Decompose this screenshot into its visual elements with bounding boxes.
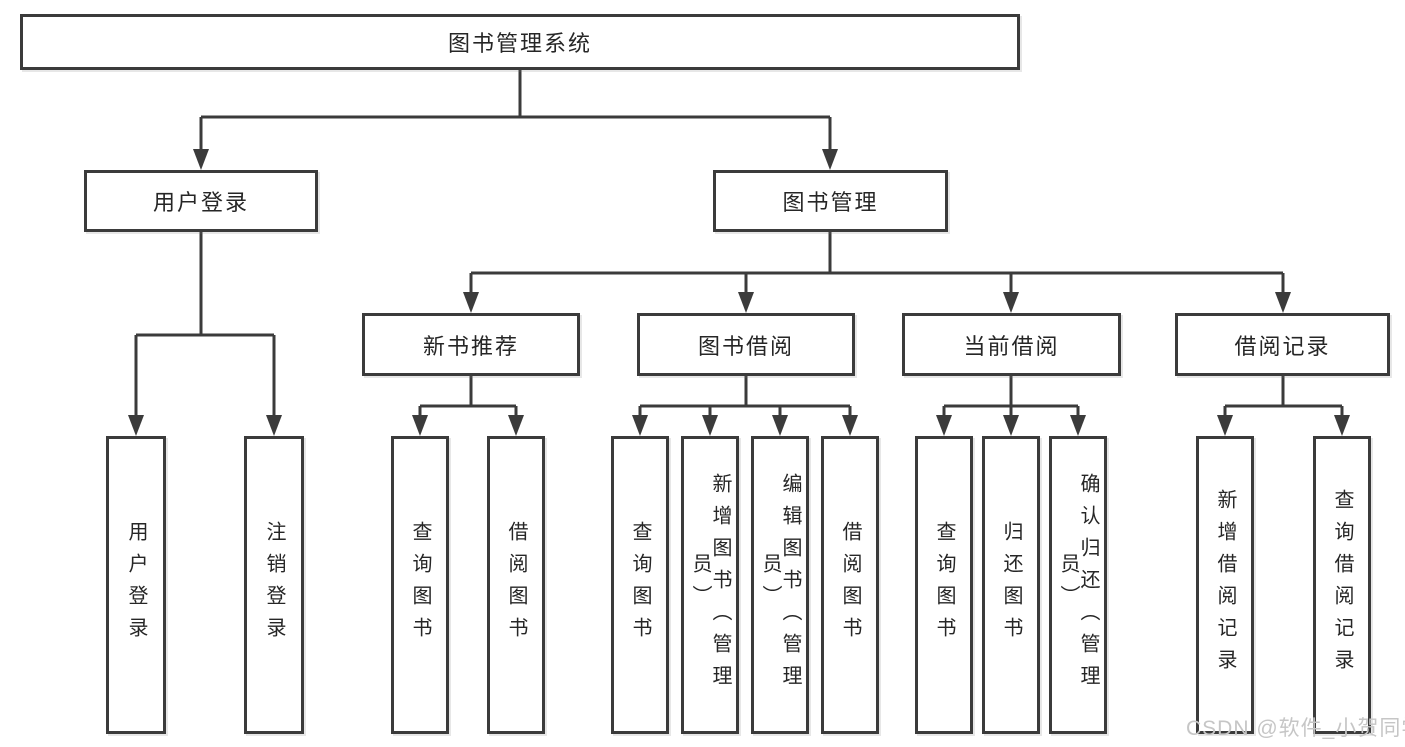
node-user-login-branch: 用户登录 — [84, 170, 318, 232]
leaf-query-books-current: 查询图书 — [915, 436, 973, 734]
leaf-return-books: 归还图书 — [982, 436, 1040, 734]
leaf-borrow-books-recommend: 借阅图书 — [487, 436, 545, 734]
arrowhead — [463, 292, 479, 313]
arrowhead — [738, 292, 754, 313]
connector-book-management-children — [463, 232, 1291, 313]
leaf-confirm-return-admin: 确认归还（管理员） — [1049, 436, 1107, 734]
leaf-query-borrow-record: 查询借阅记录 — [1313, 436, 1371, 734]
leaf-query-books-borrow: 查询图书 — [611, 436, 669, 734]
connector-recommend-children — [412, 376, 524, 436]
leaf-add-borrow-record: 新增借阅记录 — [1196, 436, 1254, 734]
arrowhead — [822, 149, 838, 170]
node-current-borrowing: 当前借阅 — [902, 313, 1121, 376]
node-book-borrowing: 图书借阅 — [637, 313, 855, 376]
connector-user-login-children — [128, 232, 282, 436]
connector-root-to-level2 — [193, 70, 838, 170]
csdn-watermark: CSDN @软件_小贺同学 — [1186, 717, 1405, 740]
leaf-borrow-books: 借阅图书 — [821, 436, 879, 734]
connector-current-borrow-children — [936, 376, 1086, 436]
arrowhead — [632, 415, 648, 436]
node-borrowing-records: 借阅记录 — [1175, 313, 1390, 376]
connector-borrow-children — [632, 376, 858, 436]
arrowhead — [1003, 292, 1019, 313]
node-book-management-branch: 图书管理 — [713, 170, 948, 232]
node-new-book-recommendation: 新书推荐 — [362, 313, 580, 376]
node-library-management-system: 图书管理系统 — [20, 14, 1020, 70]
arrowhead — [1334, 415, 1350, 436]
leaf-edit-books-admin: 编辑图书（管理员） — [751, 436, 809, 734]
leaf-user-login: 用户登录 — [106, 436, 166, 734]
arrowhead — [1070, 415, 1086, 436]
arrowhead — [128, 415, 144, 436]
arrowhead — [412, 415, 428, 436]
arrowhead — [193, 149, 209, 170]
arrowhead — [936, 415, 952, 436]
arrowhead — [1217, 415, 1233, 436]
arrowhead — [266, 415, 282, 436]
arrowhead — [702, 415, 718, 436]
arrowhead — [1003, 415, 1019, 436]
leaf-query-books-recommend: 查询图书 — [391, 436, 449, 734]
arrowhead — [842, 415, 858, 436]
leaf-add-books-admin: 新增图书（管理员） — [681, 436, 739, 734]
connector-records-children — [1217, 376, 1350, 436]
leaf-logout-login: 注销登录 — [244, 436, 304, 734]
arrowhead — [1275, 292, 1291, 313]
arrowhead — [508, 415, 524, 436]
arrowhead — [772, 415, 788, 436]
